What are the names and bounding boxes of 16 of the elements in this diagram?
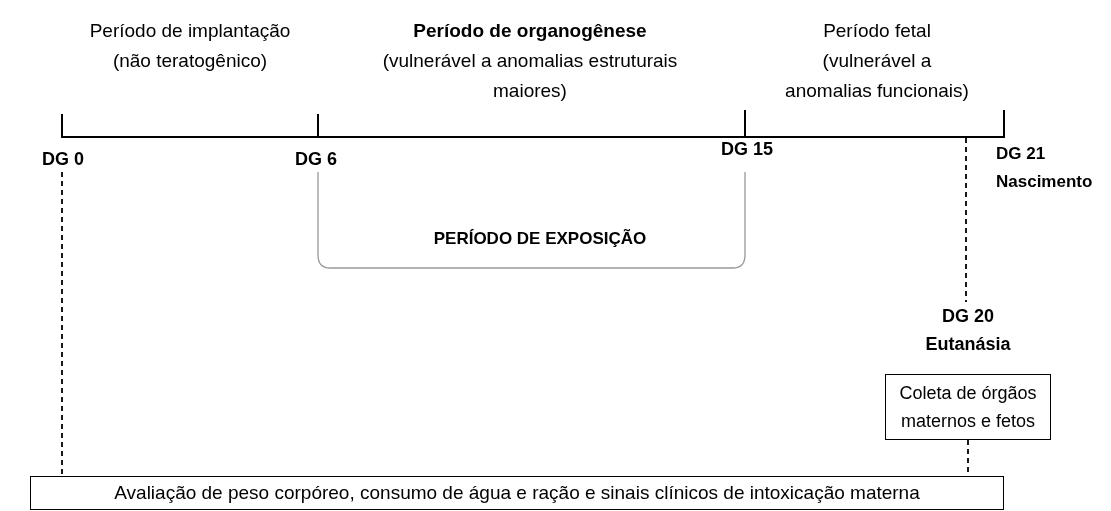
- period-label: Período fetal (vulnerável a anomalias funcionais): [784, 19, 970, 103]
- period-label: PERÍODO DE EXPOSIÇÃO: [432, 228, 648, 250]
- day-label: DG 15: [714, 136, 780, 162]
- day-label: DG 20: [942, 305, 994, 328]
- day-label: DG 0: [36, 146, 90, 172]
- dashed-connector: [965, 137, 967, 303]
- text-box: Avaliação de peso corpóreo, consumo de água e ração e sinais clínicos de intoxicação materna: [30, 476, 1004, 510]
- text-box: Coleta de órgãos maternos e fetos: [885, 374, 1051, 440]
- period-label: (vulnerável a anomalias estruturais maiores): [381, 49, 679, 103]
- period-label: Período de organogênese: [412, 19, 648, 43]
- day-label: Eutanásia: [925, 333, 1011, 356]
- day-label: DG 6: [286, 146, 346, 172]
- period-label: Período de implantação (não teratogênico): [88, 19, 292, 73]
- day-label: Nascimento: [996, 171, 1093, 193]
- dashed-connector: [61, 171, 63, 477]
- day-label: DG 21: [996, 143, 1046, 165]
